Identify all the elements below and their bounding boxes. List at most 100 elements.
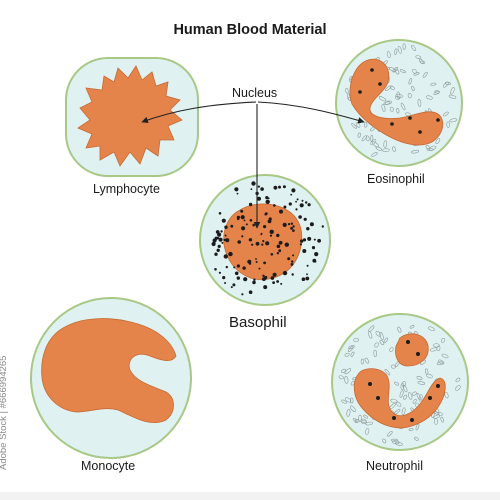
granule bbox=[290, 226, 293, 230]
granule bbox=[220, 230, 223, 233]
granule bbox=[436, 361, 444, 366]
granule bbox=[444, 391, 449, 399]
granule bbox=[278, 249, 282, 253]
granule bbox=[426, 95, 433, 100]
granule bbox=[449, 118, 458, 123]
granule bbox=[306, 264, 309, 267]
granule bbox=[287, 257, 291, 261]
granule bbox=[273, 185, 278, 190]
nucleus-spot bbox=[390, 122, 394, 126]
eosinophil-nucleus-spots bbox=[358, 68, 440, 134]
granule bbox=[257, 185, 260, 188]
granule bbox=[267, 197, 270, 200]
granule bbox=[420, 60, 426, 64]
granule bbox=[301, 277, 306, 282]
granule bbox=[218, 237, 223, 242]
granule bbox=[276, 280, 279, 283]
granule bbox=[394, 95, 400, 100]
granule bbox=[346, 408, 351, 417]
granule bbox=[353, 418, 358, 423]
granule bbox=[416, 376, 423, 380]
granule bbox=[243, 277, 248, 282]
granule bbox=[251, 243, 254, 246]
granule bbox=[403, 394, 408, 400]
granule bbox=[278, 240, 283, 245]
granule bbox=[255, 241, 260, 246]
granule bbox=[263, 276, 268, 280]
granule bbox=[228, 251, 233, 257]
granule bbox=[225, 265, 228, 269]
eosinophil-nucleus bbox=[349, 58, 444, 146]
granule bbox=[437, 412, 443, 416]
granule bbox=[394, 381, 399, 386]
basophil-granules bbox=[211, 181, 324, 296]
granule bbox=[303, 239, 306, 242]
granule bbox=[248, 202, 253, 207]
granule bbox=[270, 276, 275, 280]
page-title: Human Blood Material bbox=[173, 22, 327, 38]
granule bbox=[233, 266, 236, 269]
granule bbox=[395, 401, 402, 407]
granule bbox=[351, 123, 357, 129]
granule bbox=[255, 258, 257, 260]
granule bbox=[372, 141, 380, 148]
granule bbox=[344, 376, 349, 384]
granule bbox=[278, 185, 281, 189]
granule bbox=[416, 393, 421, 400]
granule bbox=[350, 381, 355, 386]
granule bbox=[455, 377, 461, 383]
nucleus-spot bbox=[406, 340, 410, 344]
granule bbox=[291, 188, 296, 193]
granule bbox=[390, 364, 396, 369]
nucleus-spot bbox=[392, 416, 396, 420]
granule bbox=[299, 243, 302, 246]
granule bbox=[427, 326, 435, 332]
neutrophil-nucleus bbox=[353, 333, 446, 429]
arrow-to-eosinophil bbox=[257, 101, 365, 124]
granule bbox=[303, 217, 307, 221]
granule bbox=[241, 235, 244, 238]
granule bbox=[365, 421, 373, 426]
granule bbox=[390, 438, 399, 442]
granule bbox=[265, 241, 270, 246]
granule bbox=[382, 438, 387, 444]
granule bbox=[309, 222, 314, 227]
granule bbox=[269, 234, 273, 237]
granule bbox=[440, 337, 446, 343]
granule bbox=[265, 196, 269, 200]
granule bbox=[240, 209, 244, 213]
nucleus-spot bbox=[418, 130, 422, 134]
granule bbox=[361, 135, 367, 142]
granule bbox=[290, 193, 293, 196]
granule bbox=[224, 282, 227, 284]
granule bbox=[250, 188, 253, 191]
eosinophil-label: Eosinophil bbox=[367, 172, 425, 186]
granule bbox=[397, 326, 402, 333]
granule bbox=[225, 238, 230, 243]
bottom-strip bbox=[0, 492, 500, 500]
granule bbox=[224, 225, 228, 229]
nucleus-spot bbox=[368, 382, 372, 386]
granule bbox=[402, 384, 408, 393]
watermark-text: Adobe Stock | #666994265 bbox=[0, 355, 9, 470]
granule bbox=[314, 252, 319, 257]
granule bbox=[311, 246, 316, 250]
arrow-to-lymphocyte bbox=[141, 101, 257, 124]
granule bbox=[383, 140, 387, 148]
granule bbox=[290, 222, 293, 225]
granule bbox=[392, 67, 399, 73]
granule bbox=[412, 398, 417, 404]
granule bbox=[401, 407, 406, 416]
granule bbox=[344, 368, 352, 375]
granule bbox=[292, 254, 295, 257]
lymphocyte-label: Lymphocyte bbox=[93, 182, 160, 196]
granule bbox=[373, 349, 377, 357]
granule bbox=[282, 222, 287, 227]
granule bbox=[290, 263, 294, 266]
granule bbox=[264, 212, 268, 216]
granule bbox=[361, 420, 367, 424]
granule bbox=[430, 82, 437, 86]
granule bbox=[341, 399, 347, 404]
granule bbox=[455, 385, 461, 391]
